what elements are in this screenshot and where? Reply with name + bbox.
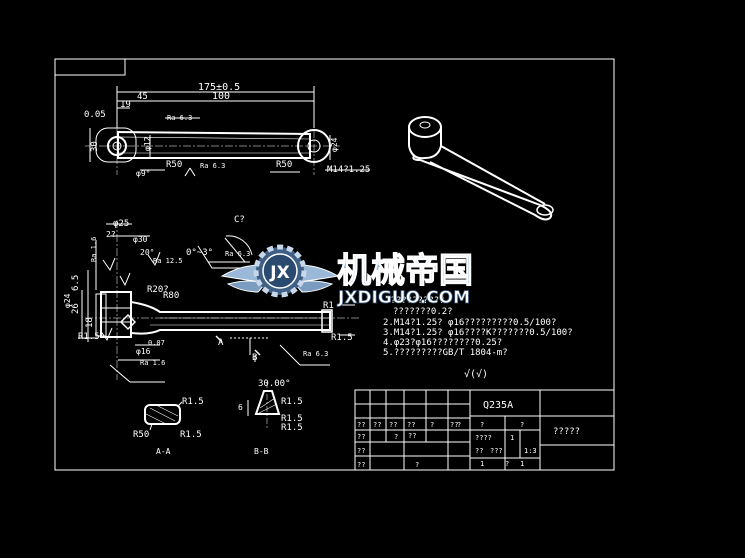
- dim-30: 30: [90, 141, 100, 152]
- section-bb: [247, 382, 281, 430]
- dim-phi24-top: φ24: [330, 137, 339, 152]
- tb-cell-21: 1: [520, 460, 524, 468]
- note-line-4: 4.φ23?φ16????????0.25?: [383, 338, 502, 348]
- bb-angle: 30.00°: [258, 379, 291, 389]
- dim-phi9: φ9°: [136, 169, 150, 178]
- dim-r1-5-right: R1.5: [331, 333, 353, 343]
- dim-phi30: φ30: [133, 235, 148, 244]
- tb-cell-8: ?: [480, 421, 484, 429]
- aa-r50: R50: [133, 430, 149, 440]
- tb-cell-4: ??: [407, 421, 415, 429]
- roughness-g: Ra 1.6: [90, 237, 98, 262]
- dim-45: 45: [137, 92, 148, 102]
- tb-cell-1: ??: [357, 421, 365, 429]
- watermark-logo: JX: [220, 244, 340, 298]
- note-line-1: ???????0.2?: [393, 307, 453, 317]
- bb-label: B-B: [254, 447, 269, 456]
- roughness-e: Ra 1.6: [140, 359, 165, 367]
- dim-19: 19: [120, 100, 131, 110]
- watermark-en-text: JXDIGUO.COM: [337, 288, 470, 308]
- dim-thread: M14?1.25: [327, 165, 370, 175]
- tb-cell-13: ??: [357, 447, 365, 455]
- dim-overall-length: 175±0.5: [198, 82, 240, 93]
- tb-cell-22: ?: [457, 421, 461, 429]
- dim-r20: R20?: [147, 285, 169, 295]
- tb-cell-3: ??: [389, 421, 397, 429]
- front-view: [78, 220, 360, 383]
- tb-cell-10: ????: [475, 434, 492, 442]
- watermark-cn-text: 机械帝国: [337, 251, 473, 291]
- section-mark-a: A: [218, 338, 224, 348]
- note-line-3: 3.M14?1.25? φ16????K???????0.5/100?: [383, 328, 573, 338]
- tb-cell-7: ??: [357, 433, 365, 441]
- title-block: [354, 389, 615, 471]
- tb-cell-20: ?: [505, 460, 509, 468]
- dim-26: 26: [71, 303, 81, 314]
- roughness-b: Ra 6.3: [200, 162, 225, 170]
- watermark-logo-text: JX: [269, 263, 289, 283]
- tb-cell-5: ?: [430, 421, 434, 429]
- tb-cell-18: 1:3: [524, 447, 537, 455]
- tb-cell-15: ?: [415, 461, 419, 469]
- bb-r1-5-a: R1.5: [281, 397, 303, 407]
- isometric-part-view: [408, 116, 554, 221]
- roughness-a: Ra 6.3: [167, 114, 192, 122]
- tb-cell-23: ?: [394, 433, 398, 441]
- dim-r50-left: R50: [166, 160, 182, 170]
- tb-cell-19: 1: [480, 460, 484, 468]
- dim-phi16: φ16: [136, 347, 151, 356]
- note-line-5: 5.?????????GB/T 1804-m?: [383, 348, 508, 358]
- top-view: [85, 86, 370, 177]
- tb-cell-11: 1: [510, 434, 514, 442]
- dim-phi12: φ12: [143, 136, 152, 151]
- section-aa: [144, 401, 183, 431]
- tb-cell-12: ??: [408, 432, 416, 440]
- dim-phi24-front: φ24: [63, 293, 72, 308]
- tb-cell-6: ??: [450, 421, 458, 429]
- general-roughness: √(√): [464, 368, 488, 380]
- dim-h7: 2?: [106, 230, 116, 239]
- dim-tolerance: 0.05: [84, 110, 106, 120]
- tb-cell-14: ??: [357, 461, 365, 469]
- note-line-0: ???????????: [385, 296, 445, 306]
- sheet-corner-box: [54, 58, 126, 76]
- aa-r1-5-bottom: R1.5: [180, 430, 202, 440]
- dim-chamfer-c: C?: [234, 215, 245, 225]
- dim-r80: R80: [163, 291, 179, 301]
- title-part-name: ?????: [553, 427, 580, 437]
- dim-20deg: 20°: [140, 248, 154, 257]
- tb-cell-16: ??: [475, 447, 483, 455]
- technical-notes: ??????????? ???????0.2? 2.M14?1.25? φ16?…: [383, 296, 573, 358]
- roughness-d: Ra 6.3: [303, 350, 328, 358]
- tb-cell-2: ??: [373, 421, 381, 429]
- bb-r1-5-c: R1.5: [281, 423, 303, 433]
- dim-angle: 0°~3°: [186, 248, 213, 258]
- aa-label: A-A: [156, 447, 171, 456]
- dim-r1-5-left: R1.5: [78, 332, 100, 342]
- dim-6-5: 6.5: [71, 275, 81, 291]
- bb-r1-5-b: R1.5: [281, 414, 303, 424]
- tb-cell-17: ???: [490, 447, 503, 455]
- dim-r50-right: R50: [276, 160, 292, 170]
- dim-r1: R1: [323, 301, 334, 311]
- aa-r1-5-top: R1.5: [182, 397, 204, 407]
- section-mark-b: B: [252, 353, 257, 363]
- roughness-c: Ra 12.5: [153, 257, 183, 265]
- dim-18: 18: [85, 317, 95, 328]
- title-material: Q235A: [483, 400, 513, 411]
- note-line-2: 2.M14?1.25? φ16?????????0.5/100?: [383, 318, 556, 328]
- sheet-border: [54, 58, 615, 471]
- tb-cell-9: ?: [520, 421, 524, 429]
- dim-center-distance: 100: [212, 91, 230, 102]
- dim-0-07: 0.07: [148, 339, 165, 347]
- bb-dim-6: 6: [238, 403, 243, 412]
- roughness-f: Ra 6.3: [225, 250, 250, 258]
- dim-phi25: φ25: [113, 219, 129, 229]
